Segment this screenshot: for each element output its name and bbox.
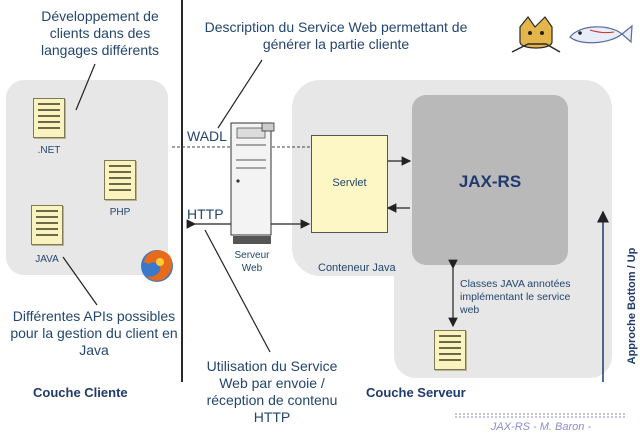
java-label: JAVA	[35, 254, 59, 265]
approche-label: Approche Bottom / Up	[626, 247, 638, 365]
server-icon	[230, 122, 275, 244]
jaxrs-label: JAX-RS	[458, 172, 522, 191]
callout-line-clients	[75, 63, 96, 111]
footer-credit: JAX-RS - M. Baron -	[490, 421, 592, 433]
conteneur-label: Conteneur Java	[318, 262, 396, 274]
note-wadl-description: Description du Service Web permettant de…	[204, 19, 468, 52]
server-extension-panel	[394, 250, 612, 378]
net-label: .NET	[37, 145, 61, 156]
wadl-label: WADL	[187, 128, 227, 144]
servlet-label: Servlet	[332, 177, 367, 189]
tomcat-logo	[511, 15, 561, 53]
document-icon-net	[33, 98, 65, 138]
note-java-apis: Différentes APIs possibles pour la gesti…	[10, 308, 178, 358]
callout-line-wadl	[217, 59, 263, 129]
http-label: HTTP	[187, 206, 224, 222]
layer-separator	[181, 0, 183, 382]
jaxrs-box	[412, 95, 568, 265]
document-icon-java	[31, 205, 63, 245]
note-clients-languages: Développement de clients dans des langag…	[40, 8, 160, 58]
servlet-box	[311, 135, 388, 233]
glassfish-logo	[569, 24, 633, 44]
web-label: Web	[241, 263, 263, 274]
note-http-usage: Utilisation du Service Web par envoie / …	[206, 358, 338, 425]
couche-serveur-label: Couche Serveur	[366, 385, 466, 400]
note-classes: Classes JAVA annotées implémentant le se…	[460, 278, 571, 316]
firefox-logo	[141, 250, 173, 282]
callout-line-apis	[62, 256, 98, 306]
callout-line-http	[204, 229, 271, 353]
couche-cliente-label: Couche Cliente	[33, 385, 128, 400]
serveur-label: Serveur	[234, 250, 270, 261]
document-icon-classes	[434, 330, 466, 370]
document-icon-php	[104, 160, 136, 200]
php-label: PHP	[109, 207, 131, 218]
